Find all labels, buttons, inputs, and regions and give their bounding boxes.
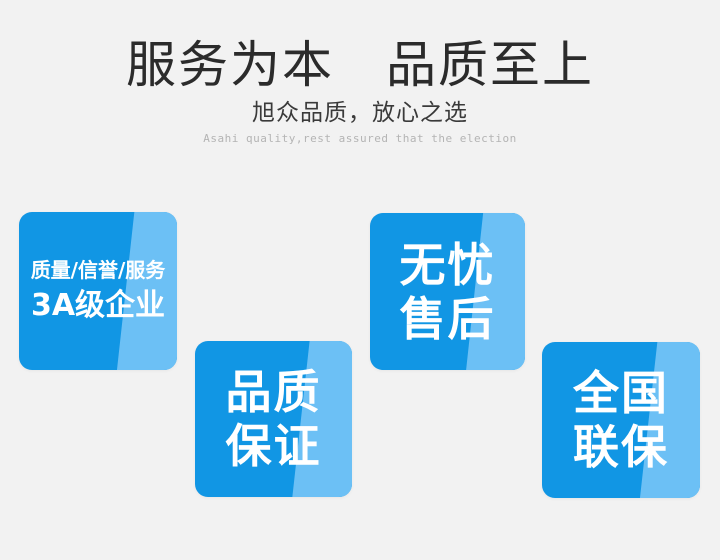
- card-quality-line-1: 品质: [225, 365, 322, 419]
- card-aaa-line-big: 3A级企业: [30, 288, 166, 323]
- card-service-line-2: 售后: [399, 291, 496, 346]
- card-quality-line-2: 保证: [225, 419, 322, 473]
- subtitle-chinese: 旭众品质，放心之选: [252, 100, 468, 126]
- card-warranty-line-2: 联保: [573, 420, 669, 474]
- card-service-text: 无忧 售后: [370, 213, 525, 370]
- card-nationwide-warranty: 全国 联保: [542, 342, 700, 498]
- card-warranty-line-1: 全国: [573, 366, 669, 420]
- card-aaa-enterprise: 质量/信誉/服务 3A级企业: [19, 212, 177, 370]
- card-service-line-1: 无忧: [399, 237, 496, 292]
- subtitle-english: Asahi quality,rest assured that the elec…: [203, 132, 517, 145]
- card-after-sales-service: 无忧 售后: [370, 213, 525, 370]
- card-quality-guarantee: 品质 保证: [195, 341, 352, 497]
- page-title: 服务为本 品质至上: [126, 36, 594, 94]
- card-aaa-text: 质量/信誉/服务 3A级企业: [19, 212, 177, 370]
- card-aaa-line-small: 质量/信誉/服务: [30, 258, 166, 282]
- card-warranty-text: 全国 联保: [542, 342, 700, 498]
- card-quality-text: 品质 保证: [195, 341, 352, 497]
